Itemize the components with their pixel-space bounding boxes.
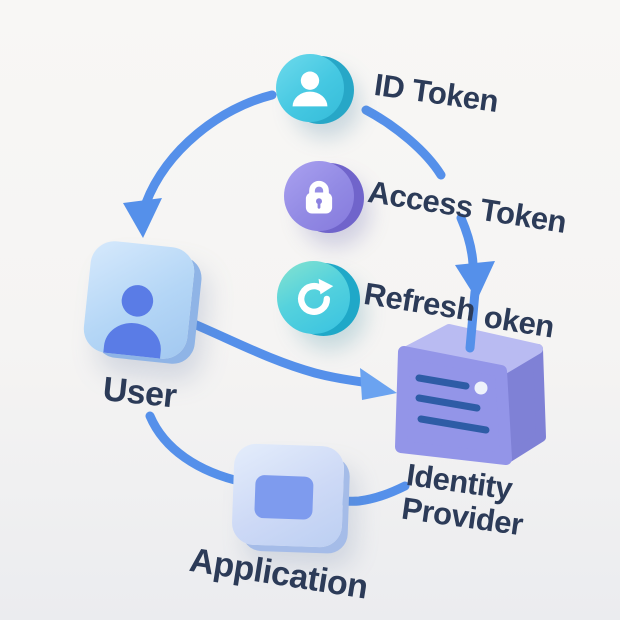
refresh-token-badge [277, 261, 360, 336]
person-icon [103, 285, 161, 361]
refresh-circle-icon [277, 261, 350, 334]
server-line [417, 415, 490, 434]
access-token-badge [284, 161, 364, 233]
app-window-icon [254, 474, 314, 520]
arrowhead-to-user [123, 198, 162, 238]
user-node [81, 238, 197, 362]
application-node [231, 443, 345, 548]
server-line [415, 394, 481, 412]
server-line [415, 374, 470, 390]
access-token-label: Access Token [365, 174, 569, 240]
arrowhead-to-idp-right [360, 368, 397, 400]
id-token-badge [276, 54, 354, 124]
arrow-idtoken-to-user [141, 90, 277, 208]
refresh-token-label-left: Refresh [361, 276, 478, 329]
arrow-idtoken-to-idp-upper [361, 105, 446, 180]
application-label: Application [187, 541, 371, 607]
refresh-token-label-right: oken [481, 299, 557, 345]
id-token-label: ID Token [372, 67, 501, 120]
lock-circle-icon [284, 161, 354, 231]
server-led [474, 381, 488, 395]
identity-provider-label: Identity Provider [400, 457, 530, 542]
user-circle-icon [276, 54, 344, 122]
user-label: User [101, 370, 179, 416]
